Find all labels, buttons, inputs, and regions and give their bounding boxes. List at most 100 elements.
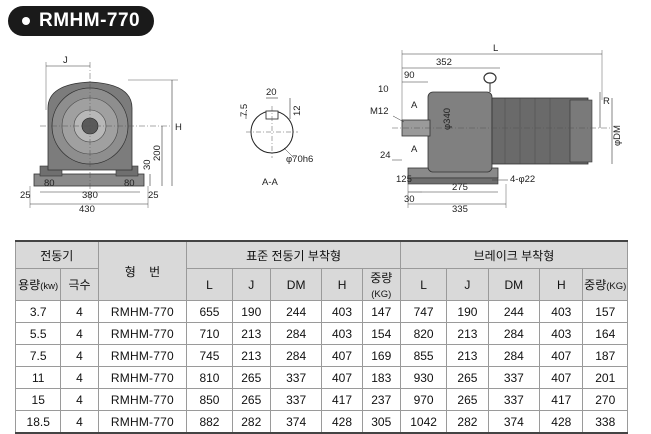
dim-front-25-left: 25 — [20, 190, 31, 201]
cell-brk-h: 407 — [539, 344, 584, 367]
cell-std-l: 882 — [186, 410, 233, 434]
cell-brk-dm: 284 — [487, 344, 541, 367]
cell-brk-j: 282 — [446, 410, 489, 434]
front-view: J H 200 30 80 80 380 430 25 25 — [20, 55, 182, 215]
header-brk-h: H — [539, 268, 584, 301]
cell-brk-weight: 201 — [582, 366, 628, 389]
dim-front-430: 430 — [79, 204, 95, 215]
cell-std-weight: 237 — [361, 388, 401, 411]
cell-std-j: 213 — [231, 322, 271, 345]
technical-drawings: J H 200 30 80 80 380 430 25 25 20 7.5 — [20, 43, 623, 215]
dim-front-25-right: 25 — [148, 190, 159, 201]
cell-brk-dm: 337 — [487, 366, 541, 389]
cell-brk-weight: 157 — [582, 300, 628, 323]
section-caption: A-A — [262, 177, 279, 188]
cell-brk-h: 428 — [539, 410, 584, 434]
dim-side-24: 24 — [380, 150, 391, 161]
cell-std-dm: 284 — [269, 344, 323, 367]
cell-model: RMHM-770 — [97, 322, 188, 345]
cell-brk-dm: 244 — [487, 300, 541, 323]
header-brk-dm: DM — [487, 268, 541, 301]
cell-std-j: 190 — [231, 300, 271, 323]
dim-section-shaft: φ70h6 — [286, 154, 313, 165]
dim-side-340: φ340 — [442, 108, 453, 130]
header-brk-weight: 중량(KG) — [582, 268, 628, 301]
dim-side-a-top: A — [411, 100, 418, 111]
dim-front-80-right: 80 — [124, 178, 135, 189]
cell-std-weight: 305 — [361, 410, 401, 434]
header-standard: 표준 전동기 부착형 — [186, 240, 401, 269]
cell-std-dm: 374 — [269, 410, 323, 434]
section-view: 20 7.5 12 φ70h6 A-A — [239, 87, 313, 188]
cell-capacity: 18.5 — [14, 410, 62, 434]
cell-std-h: 407 — [321, 344, 363, 367]
cell-brk-l: 820 — [399, 322, 448, 345]
cell-poles: 4 — [60, 300, 99, 323]
dim-section-12: 12 — [292, 105, 303, 116]
cell-std-h: 428 — [321, 410, 363, 434]
cell-brk-h: 407 — [539, 366, 584, 389]
header-std-j: J — [231, 268, 271, 301]
header-brk-j: J — [446, 268, 489, 301]
page-title: RMHM-770 — [39, 10, 141, 31]
cell-model: RMHM-770 — [97, 410, 188, 434]
cell-brk-h: 403 — [539, 300, 584, 323]
dim-side-dm: φDM — [612, 125, 623, 146]
header-motor: 전동기 — [15, 240, 99, 269]
cell-capacity: 11 — [14, 366, 62, 389]
header-brk-l: L — [399, 268, 448, 301]
dim-front-80-left: 80 — [44, 178, 55, 189]
cell-brk-j: 190 — [446, 300, 489, 323]
cell-std-l: 655 — [186, 300, 233, 323]
cell-std-j: 265 — [231, 366, 271, 389]
cell-model: RMHM-770 — [97, 366, 188, 389]
cell-brk-dm: 337 — [487, 388, 541, 411]
cell-brk-j: 265 — [446, 388, 489, 411]
dim-front-380: 380 — [82, 190, 98, 201]
cell-std-dm: 244 — [269, 300, 323, 323]
title-badge: RMHM-770 — [8, 6, 154, 36]
dim-side-30: 30 — [404, 194, 415, 205]
cell-std-h: 403 — [321, 322, 363, 345]
header-row-sub: 용량(kw) 극수 L J DM H 중량(KG) L J DM H 중량(KG… — [14, 268, 628, 301]
cell-std-dm: 337 — [269, 388, 323, 411]
cell-std-dm: 284 — [269, 322, 323, 345]
cell-brk-dm: 374 — [487, 410, 541, 434]
spec-table: 전동기 형 번 표준 전동기 부착형 브레이크 부착형 용량(kw) 극수 L … — [14, 240, 629, 434]
dim-front-30: 30 — [142, 159, 153, 170]
cell-std-h: 417 — [321, 388, 363, 411]
cell-poles: 4 — [60, 344, 99, 367]
header-poles: 극수 — [60, 268, 99, 301]
cell-model: RMHM-770 — [97, 388, 188, 411]
cell-brk-h: 417 — [539, 388, 584, 411]
cell-poles: 4 — [60, 366, 99, 389]
cell-poles: 4 — [60, 410, 99, 434]
cell-std-l: 810 — [186, 366, 233, 389]
header-std-weight: 중량(KG) — [361, 268, 401, 301]
cell-std-weight: 147 — [361, 300, 401, 323]
cell-brk-weight: 164 — [582, 322, 628, 345]
cell-model: RMHM-770 — [97, 300, 188, 323]
cell-std-h: 403 — [321, 300, 363, 323]
bullet-icon — [22, 17, 30, 25]
cell-brk-l: 930 — [399, 366, 448, 389]
cell-std-l: 710 — [186, 322, 233, 345]
header-std-l: L — [186, 268, 233, 301]
cell-brk-j: 265 — [446, 366, 489, 389]
cell-std-weight: 183 — [361, 366, 401, 389]
cell-model: RMHM-770 — [97, 344, 188, 367]
cell-std-j: 213 — [231, 344, 271, 367]
dim-side-a-bottom: A — [411, 144, 418, 155]
dim-front-j: J — [63, 55, 68, 66]
dim-front-200: 200 — [152, 145, 163, 161]
cell-brk-weight: 187 — [582, 344, 628, 367]
dim-side-r: R — [603, 96, 610, 107]
header-brake: 브레이크 부착형 — [399, 240, 629, 269]
cell-brk-h: 403 — [539, 322, 584, 345]
dim-side-90: 90 — [404, 70, 415, 81]
